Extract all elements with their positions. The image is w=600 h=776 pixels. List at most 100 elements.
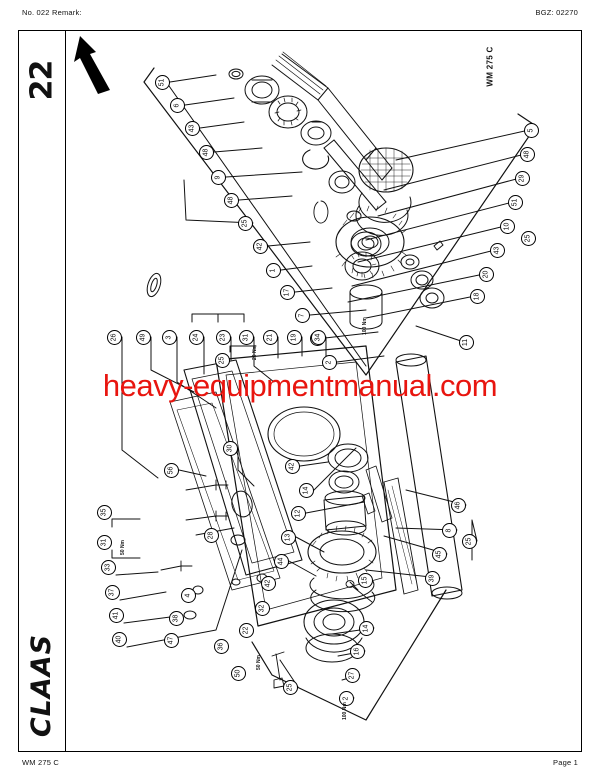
callout-number: 51 [511, 198, 519, 206]
callout-balloon-51[interactable]: 51 [507, 194, 523, 210]
callout-balloon-15[interactable]: 15 [357, 572, 373, 588]
diagram-vector [111, 51, 537, 721]
section-number: 22 [24, 60, 60, 100]
callout-balloon-10[interactable]: 10 [499, 218, 515, 234]
callout-balloon-21[interactable]: 21 [262, 329, 278, 345]
callout-balloon-29[interactable]: 29 [514, 170, 530, 186]
callout-number: 46 [454, 501, 462, 509]
callout-number: 23 [219, 333, 227, 341]
callout-balloon-26[interactable]: 26 [106, 329, 122, 345]
callout-balloon-25[interactable]: 25 [520, 230, 536, 246]
callout-balloon-42[interactable]: 42 [284, 458, 300, 474]
callout-balloon-49[interactable]: 49 [135, 329, 151, 345]
callout-balloon-36[interactable]: 36 [213, 638, 229, 654]
callout-balloon-22[interactable]: 22 [238, 622, 254, 638]
callout-balloon-20[interactable]: 20 [478, 266, 494, 282]
callout-balloon-48[interactable]: 48 [198, 144, 214, 160]
callout-number: 40 [115, 635, 123, 643]
callout-balloon-16[interactable]: 16 [349, 643, 365, 659]
callout-balloon-17[interactable]: 17 [279, 284, 295, 300]
callout-balloon-51[interactable]: 51 [154, 74, 170, 90]
callout-balloon-34[interactable]: 34 [310, 329, 326, 345]
callout-balloon-25[interactable]: 25 [237, 215, 253, 231]
callout-number: 10 [503, 222, 511, 230]
callout-balloon-11[interactable]: 11 [458, 334, 474, 350]
callout-balloon-14[interactable]: 14 [358, 620, 374, 636]
callout-number: 39 [428, 574, 436, 582]
footer-page: Page 1 [553, 758, 578, 767]
callout-balloon-25[interactable]: 25 [214, 352, 230, 368]
callout-number: 37 [108, 588, 116, 596]
header-bgz-code: BGZ: 02270 [535, 8, 578, 17]
callout-balloon-42[interactable]: 42 [252, 238, 268, 254]
callout-number: 25 [218, 356, 226, 364]
callout-balloon-1[interactable]: 1 [265, 262, 281, 278]
exploded-diagram [66, 30, 582, 752]
brand-logo-box: CLAAS [18, 625, 66, 745]
callout-balloon-39[interactable]: 39 [424, 570, 440, 586]
callout-number: 43 [188, 124, 196, 132]
callout-balloon-30[interactable]: 30 [222, 440, 238, 456]
callout-number: 8 [445, 528, 453, 532]
callout-balloon-14[interactable]: 14 [298, 482, 314, 498]
callout-number: 12 [294, 509, 302, 517]
callout-balloon-24[interactable]: 24 [188, 329, 204, 345]
callout-balloon-45[interactable]: 45 [431, 546, 447, 562]
callout-number: 25 [524, 234, 532, 242]
callout-balloon-8[interactable]: 8 [441, 522, 457, 538]
callout-balloon-37[interactable]: 37 [104, 584, 120, 600]
callout-balloon-6[interactable]: 6 [169, 97, 185, 113]
callout-number: 32 [258, 604, 266, 612]
callout-balloon-19[interactable]: 19 [286, 329, 302, 345]
callout-balloon-31[interactable]: 31 [96, 534, 112, 550]
callout-balloon-41[interactable]: 41 [108, 607, 124, 623]
callout-balloon-56[interactable]: 56 [163, 462, 179, 478]
callout-balloon-35[interactable]: 35 [96, 504, 112, 520]
callout-balloon-46[interactable]: 46 [450, 497, 466, 513]
direction-arrow-icon [74, 36, 110, 94]
callout-number: 45 [435, 550, 443, 558]
callout-balloon-4[interactable]: 4 [180, 587, 196, 603]
callout-balloon-5[interactable]: 5 [523, 122, 539, 138]
callout-number: 26 [110, 333, 118, 341]
callout-balloon-25[interactable]: 25 [461, 533, 477, 549]
callout-balloon-42[interactable]: 42 [260, 575, 276, 591]
callout-balloon-18[interactable]: 18 [469, 288, 485, 304]
callout-balloon-23[interactable]: 23 [215, 329, 231, 345]
callout-balloon-47[interactable]: 47 [163, 632, 179, 648]
header-reference: No. 022 Remark: [22, 8, 82, 17]
callout-balloon-7[interactable]: 7 [294, 307, 310, 323]
callout-balloon-12[interactable]: 12 [290, 505, 306, 521]
callout-balloon-2[interactable]: 2 [338, 690, 354, 706]
callout-number: 17 [283, 288, 291, 296]
callout-number: 19 [290, 333, 298, 341]
callout-balloon-13[interactable]: 13 [280, 529, 296, 545]
callout-balloon-32[interactable]: 32 [254, 600, 270, 616]
callout-balloon-50[interactable]: 50 [230, 665, 246, 681]
torque-note: 100 Nm [362, 317, 368, 335]
callout-balloon-43[interactable]: 43 [184, 120, 200, 136]
callout-number: 15 [361, 576, 369, 584]
callout-balloon-9[interactable]: 9 [210, 169, 226, 185]
callout-balloon-40[interactable]: 40 [111, 631, 127, 647]
callout-balloon-3[interactable]: 3 [161, 329, 177, 345]
callout-number: 7 [298, 313, 306, 317]
callout-balloon-43[interactable]: 43 [489, 242, 505, 258]
callout-number: 48 [523, 150, 531, 158]
callout-balloon-28[interactable]: 28 [203, 527, 219, 543]
callout-number: 47 [167, 636, 175, 644]
callout-balloon-31[interactable]: 31 [238, 329, 254, 345]
callout-balloon-27[interactable]: 27 [344, 667, 360, 683]
callout-number: 36 [217, 642, 225, 650]
callout-balloon-38[interactable]: 38 [168, 610, 184, 626]
callout-number: 5 [527, 128, 535, 132]
callout-number: 33 [104, 563, 112, 571]
callout-balloon-33[interactable]: 33 [100, 559, 116, 575]
callout-number: 42 [288, 462, 296, 470]
torque-note: 50 Nm [120, 539, 126, 555]
callout-balloon-48[interactable]: 48 [223, 192, 239, 208]
callout-balloon-44[interactable]: 44 [273, 553, 289, 569]
callout-balloon-25[interactable]: 25 [282, 679, 298, 695]
callout-balloon-48[interactable]: 48 [519, 146, 535, 162]
callout-balloon-2[interactable]: 2 [321, 354, 337, 370]
